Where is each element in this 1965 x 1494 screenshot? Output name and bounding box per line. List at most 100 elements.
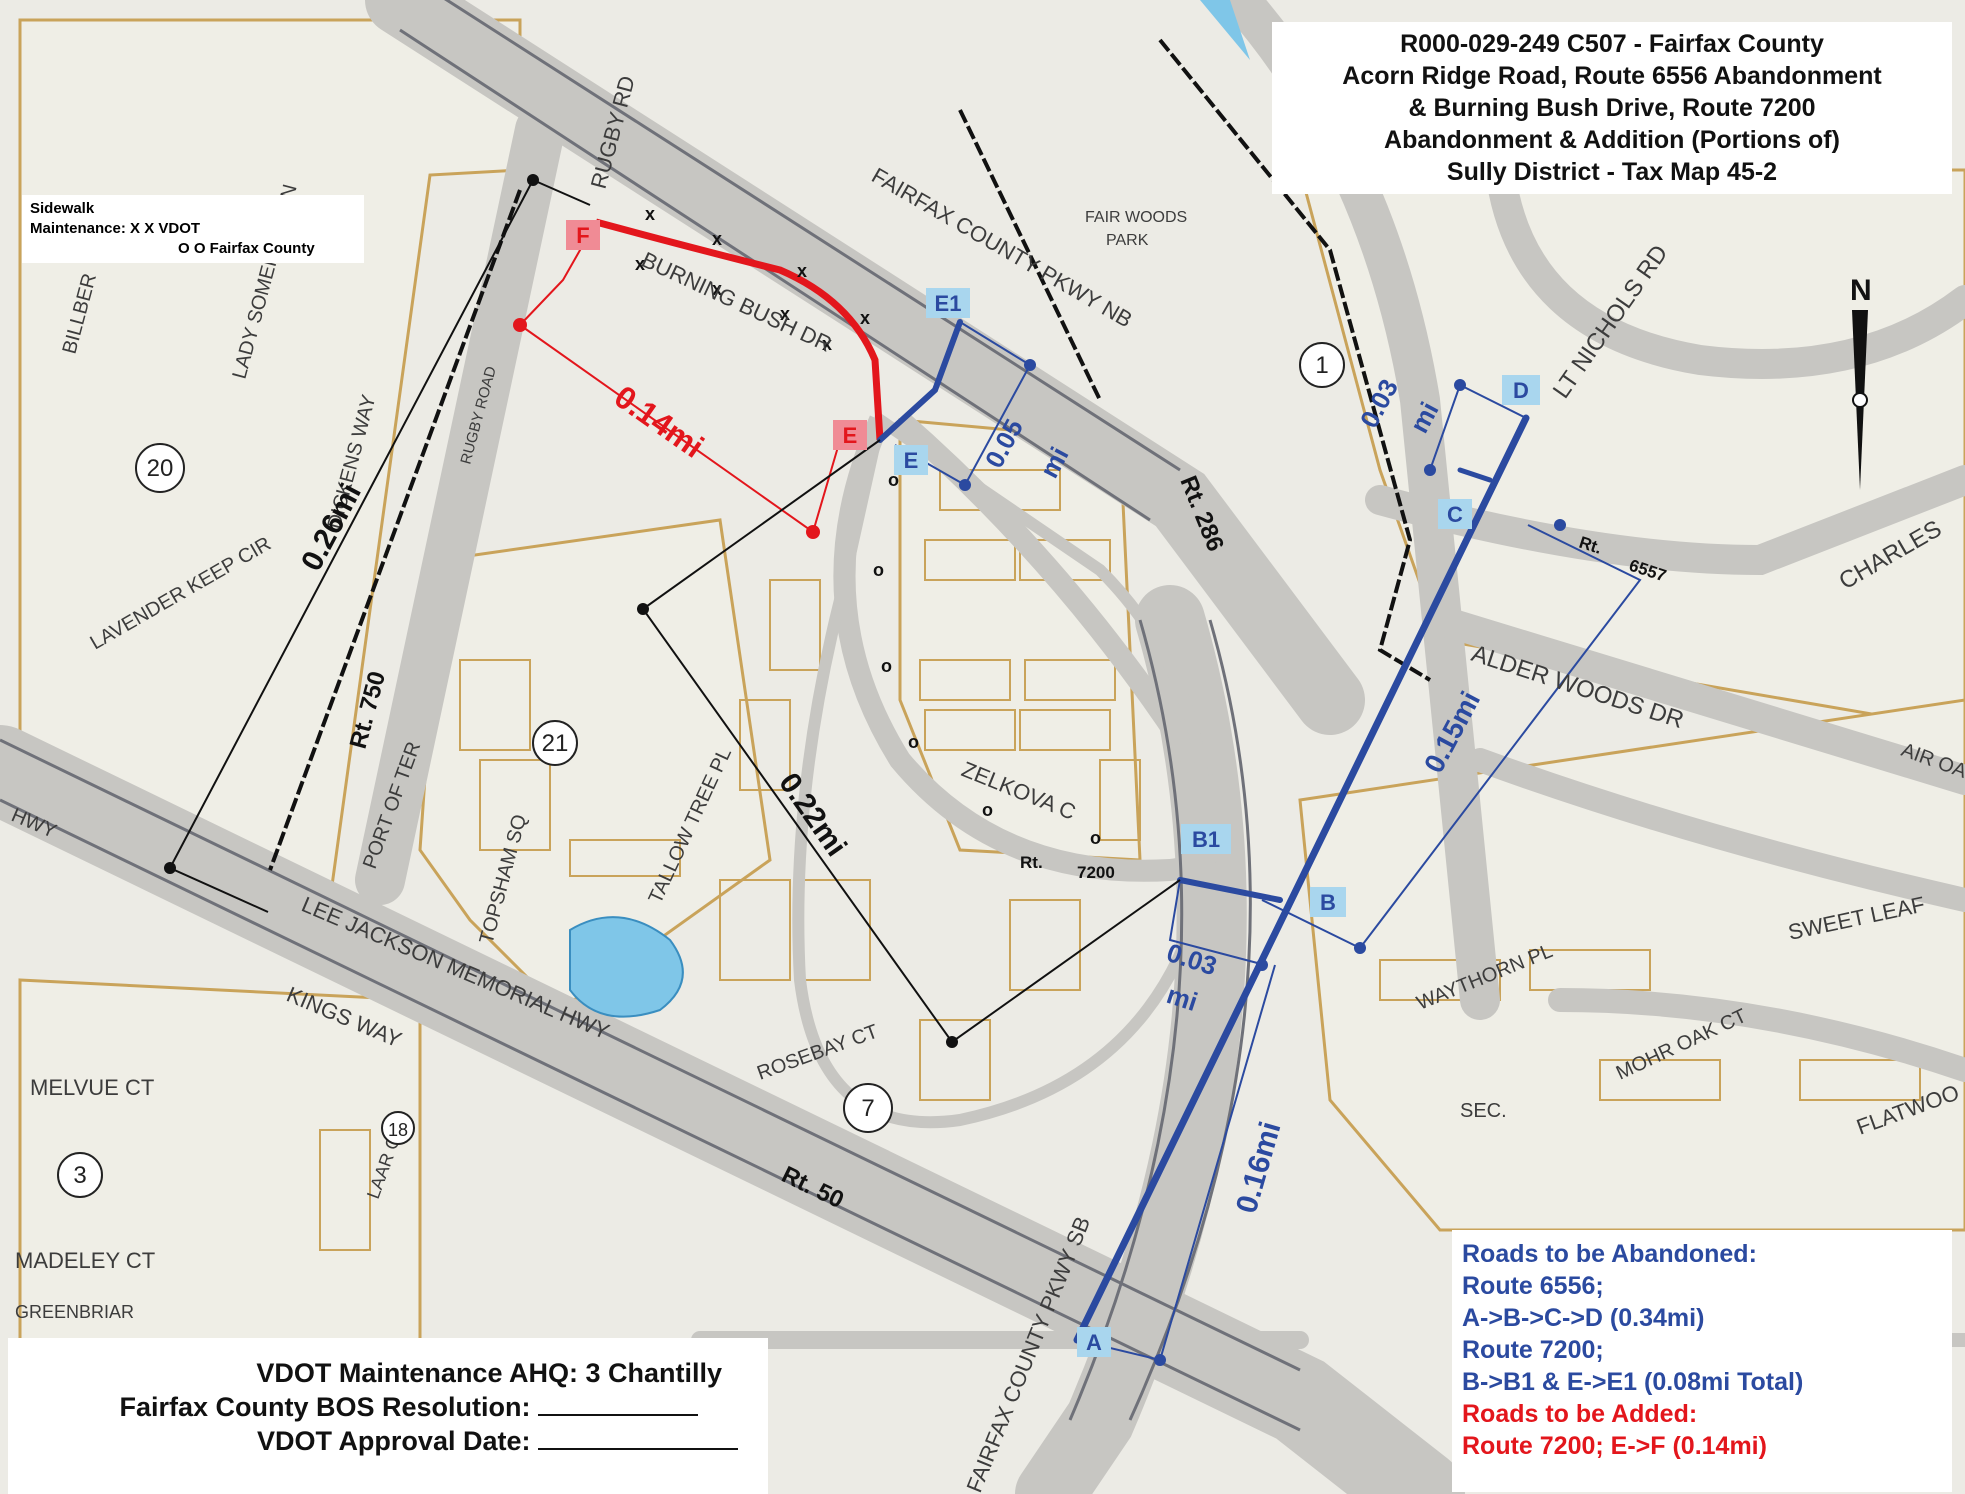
street-sec: SEC. xyxy=(1460,1100,1507,1122)
pt-black-1 xyxy=(527,174,539,186)
point-e-label: E xyxy=(904,448,919,473)
row-8 xyxy=(1099,759,1141,841)
north-arrow: N xyxy=(1850,274,1872,490)
point-a-bg xyxy=(1077,1327,1111,1357)
row-13 xyxy=(569,839,681,877)
sidewalk-legend: Sidewalk Maintenance: X X VDOT O O Fairf… xyxy=(22,195,364,263)
route-7200-b-b1-line xyxy=(1177,877,1283,903)
pt-blue-1 xyxy=(1024,359,1036,371)
point-e1-bg xyxy=(926,288,970,318)
measure-points xyxy=(164,174,1566,1366)
legend-add-segment: Route 7200; E->F (0.14mi) xyxy=(1462,1432,1767,1460)
pt-blue-5 xyxy=(1554,519,1566,531)
street-madeley: MADELEY CT xyxy=(15,1248,155,1273)
row-7 xyxy=(1019,709,1111,751)
vdot-marker: x xyxy=(797,261,807,281)
pt-blue-4 xyxy=(1424,464,1436,476)
pt-blue-2 xyxy=(959,479,971,491)
sidewalk-vdot: Maintenance: X X VDOT xyxy=(30,220,201,237)
vdot-marker: x xyxy=(645,204,655,224)
rt7200-label-b: 7200 xyxy=(1077,863,1115,882)
row-9 xyxy=(769,579,821,671)
circle-1-label: 1 xyxy=(1315,352,1328,379)
row-5 xyxy=(1024,659,1116,701)
pt-blue-7 xyxy=(1256,959,1268,971)
street-melvue: MELVUE CT xyxy=(30,1075,154,1100)
road-lt-nichols xyxy=(1485,155,1965,379)
title-panel: R000-029-249 C507 - Fairfax County Acorn… xyxy=(1272,22,1952,194)
circle-18-label: 18 xyxy=(388,1120,408,1140)
circle-21-label: 21 xyxy=(542,730,569,757)
street-fair-woods-2: PARK xyxy=(1106,232,1149,249)
north-label: N xyxy=(1850,274,1872,307)
county-marker: o xyxy=(881,656,892,676)
footer-panel: VDOT Maintenance AHQ: 3 Chantilly Fairfa… xyxy=(8,1338,768,1494)
boundary-rugby xyxy=(268,189,522,871)
roads-legend: Roads to be Abandoned: Route 6556; A->B-… xyxy=(1452,1230,1952,1492)
row-16 xyxy=(1009,899,1081,991)
point-d-label: D xyxy=(1513,378,1529,403)
townhouse-rows xyxy=(319,469,1921,1251)
footer-resolution: Fairfax County BOS Resolution: xyxy=(18,1390,738,1424)
county-marker: o xyxy=(888,470,899,490)
point-d-bg xyxy=(1502,375,1540,405)
road-lee-jackson xyxy=(0,725,1465,1494)
route-6556-abandon-line xyxy=(1073,414,1530,1344)
point-e-red-bg xyxy=(833,420,867,450)
road-rugby xyxy=(355,105,565,905)
measure-003-bottom xyxy=(1168,879,1266,966)
pt-blue-3 xyxy=(1454,379,1466,391)
stream-top xyxy=(1200,0,1250,60)
measure-022 xyxy=(641,439,1181,1044)
point-b-bg xyxy=(1310,887,1346,917)
point-b-label: B xyxy=(1320,890,1336,915)
vdot-marker: x xyxy=(712,229,722,249)
sidewalk-heading: Sidewalk xyxy=(30,200,95,217)
vdot-marker: x xyxy=(860,308,870,328)
footer-ahq-text: VDOT Maintenance AHQ: 3 Chantilly xyxy=(256,1358,722,1388)
circled-numbers: 1 20 21 7 3 18 xyxy=(57,342,1345,1198)
vdot-marker: x xyxy=(780,304,790,324)
circle-1-shape xyxy=(1299,342,1345,388)
route-7200-add-line xyxy=(595,218,884,441)
pt-blue-6 xyxy=(1354,942,1366,954)
row-21 xyxy=(1599,1059,1721,1101)
pt-red-1 xyxy=(513,318,527,332)
point-f-label: F xyxy=(576,223,589,248)
edge-fcp-1 xyxy=(444,0,1181,472)
footer-ahq: VDOT Maintenance AHQ: 3 Chantilly xyxy=(18,1356,738,1390)
circle-20-shape xyxy=(135,443,185,493)
point-c-bg xyxy=(1438,499,1472,529)
pt-blue-8 xyxy=(1154,1354,1166,1366)
street-fair-woods-1: FAIR WOODS xyxy=(1085,209,1187,226)
row-18 xyxy=(319,1129,371,1251)
point-a-label: A xyxy=(1086,1330,1102,1355)
row-22 xyxy=(1799,1059,1921,1101)
footer-approval-text: VDOT Approval Date: xyxy=(256,1426,531,1456)
row-2 xyxy=(924,539,1016,581)
legend-abandon-route1: Route 6556; xyxy=(1462,1272,1604,1300)
row-17 xyxy=(919,1019,991,1101)
road-sweet-leaf xyxy=(1468,748,1965,912)
title-line-3: & Burning Bush Drive, Route 7200 xyxy=(1408,94,1816,122)
approval-blank[interactable] xyxy=(538,1426,738,1450)
county-marker: o xyxy=(1090,828,1101,848)
resolution-blank[interactable] xyxy=(538,1392,698,1416)
sidewalk-markers: x x x x x x x x o o o o o o xyxy=(635,204,1101,848)
measure-026-top xyxy=(532,179,591,206)
sidewalk-county: O O Fairfax County xyxy=(178,240,315,257)
circle-18-shape xyxy=(381,1111,415,1145)
row-4 xyxy=(919,659,1011,701)
point-c-label: C xyxy=(1447,502,1463,527)
row-14 xyxy=(719,879,791,981)
abandon-lines xyxy=(877,319,1530,1344)
point-e-bg xyxy=(894,445,928,475)
pt-black-4 xyxy=(946,1036,958,1048)
point-labels: A B B1 C D E1 E E F xyxy=(566,220,1540,1357)
pt-black-2 xyxy=(164,862,176,874)
road-mohr-oak xyxy=(1548,988,1965,1082)
vdot-marker: x xyxy=(822,334,832,354)
vdot-marker: x xyxy=(712,279,722,299)
county-marker: o xyxy=(982,800,993,820)
